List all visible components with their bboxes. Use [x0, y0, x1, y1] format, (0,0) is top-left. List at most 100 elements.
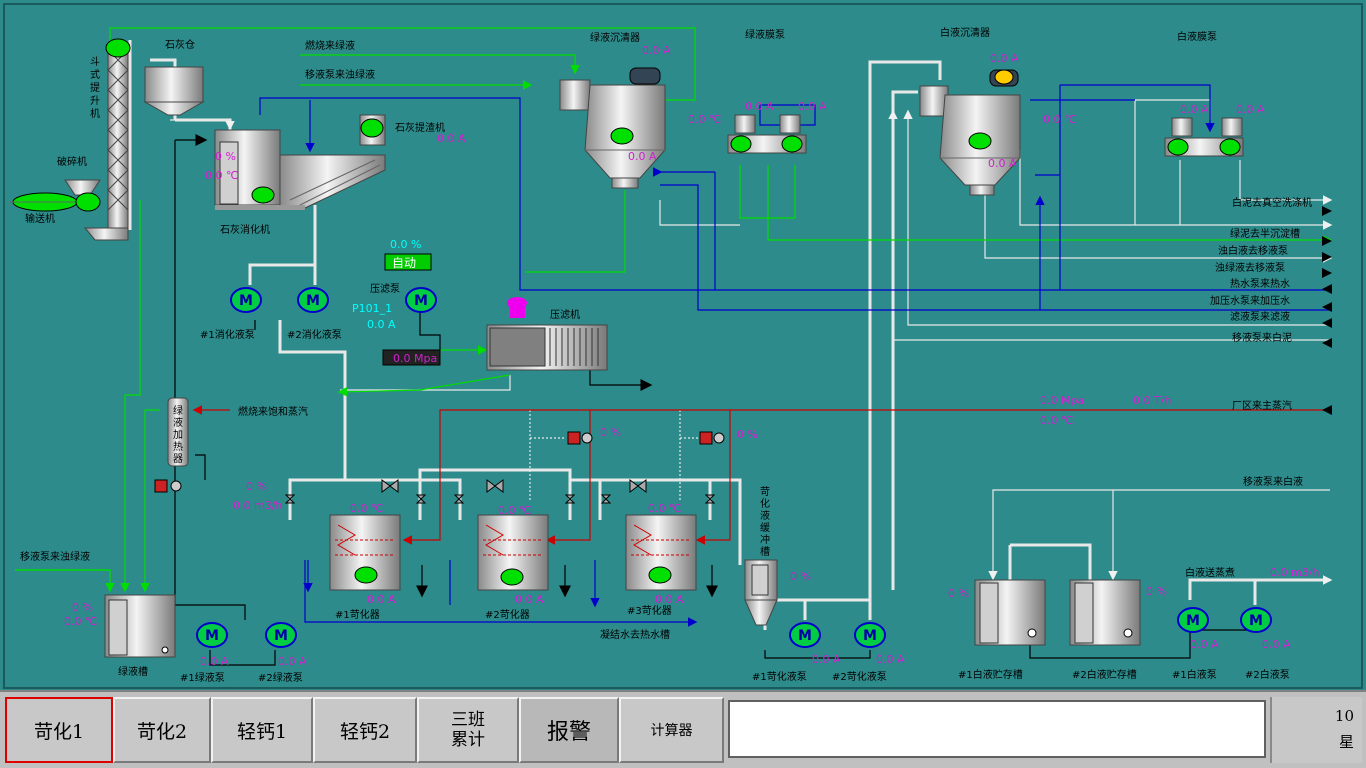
bucket-elevator — [83, 38, 131, 241]
label-out-3: 浊白液去移液泵 — [1218, 244, 1288, 257]
filter-press — [486, 297, 608, 371]
svg-text:M: M — [414, 293, 428, 309]
label-white-pump-1: #1白液泵 — [1172, 668, 1217, 681]
label-out-8: 移液泵来白泥 — [1232, 331, 1292, 344]
label-condensate: 凝结水去热水槽 — [600, 628, 670, 641]
motor-icons: M M M M M M M M M — [196, 287, 1272, 648]
svg-text:加: 加 — [173, 429, 183, 441]
label-slake-pump-1: #1消化液泵 — [200, 328, 255, 341]
label-main-steam: 厂区来主蒸汽 — [1232, 399, 1292, 412]
main-steam-pressure: 0.0 Mpa — [1040, 394, 1084, 407]
label-white-from-pump: 移液泵来白液 — [1243, 475, 1303, 488]
white-clarifier-current-top: 0.0 A — [990, 52, 1019, 65]
label-caust-2: #2苛化器 — [485, 608, 530, 621]
label-green-clarifier: 绿液沉清器 — [590, 31, 640, 44]
white-tank-1 — [974, 579, 1046, 646]
green-pump-1-current: 0.0 A — [200, 655, 229, 668]
grit-remover-current: 0.0 A — [437, 132, 466, 145]
nav-calculator-button[interactable]: 计算器 — [619, 697, 724, 763]
green-membrane-temp: 0.0 ℃ — [688, 113, 721, 126]
filter-level-pct: 0.0 % — [390, 238, 421, 251]
nav-light-calcium-1-button[interactable]: 轻钙1 — [211, 697, 313, 763]
label-grit-remover: 石灰提渣机 — [395, 121, 445, 134]
grit-remover-motor — [359, 114, 386, 146]
nav-caust-2-button[interactable]: 苛化2 — [113, 697, 211, 763]
caust-3-steam-valve-icon — [699, 431, 725, 445]
caust1-current: 0.0 A — [367, 593, 396, 606]
main-steam-temp: 0.0 ℃ — [1040, 414, 1073, 427]
green-membrane-current-2: 0.0 A — [798, 100, 827, 113]
svg-text:冲: 冲 — [760, 533, 770, 546]
green-pump-2-motor-icon: M — [265, 622, 297, 648]
label-white-clarifier: 白液沉清器 — [940, 26, 990, 39]
svg-text:M: M — [1186, 613, 1200, 629]
svg-text:绿: 绿 — [173, 404, 183, 417]
slaker-level-pct: 0 % — [215, 150, 236, 163]
label-out-5: 热水泵来热水 — [1230, 277, 1290, 290]
nav-alarm-button[interactable]: 报警 — [519, 697, 619, 763]
nav-caust-1-button[interactable]: 苛化1 — [5, 697, 113, 763]
white-clarifier — [919, 69, 1021, 196]
white-tank-2 — [1069, 579, 1141, 646]
causticizer-1 — [329, 514, 401, 591]
heater-valve-pct: 0 % — [246, 480, 267, 493]
green-tank-level-pct: 0 % — [72, 601, 93, 614]
svg-text:升: 升 — [90, 95, 100, 107]
label-turbid-green-from-pump-2: 移液泵来浊绿液 — [20, 550, 90, 563]
white-clarifier-temp: 0.0 ℃ — [1043, 113, 1076, 126]
white-membrane-pumps — [1164, 117, 1244, 157]
green-clarifier — [559, 67, 666, 189]
svg-text:M: M — [306, 293, 320, 309]
slake-pump-2-motor-icon: M — [297, 287, 329, 313]
label-caust-pump-1: #1苛化液泵 — [752, 670, 807, 683]
green-membrane-pumps — [727, 114, 807, 154]
svg-text:M: M — [798, 628, 812, 644]
green-membrane-current-1: 0.0 A — [745, 100, 774, 113]
white-tank-2-level-pct: 0 % — [1146, 585, 1167, 598]
main-steam-flow: 0.0 T/h — [1133, 394, 1171, 407]
svg-text:热: 热 — [173, 440, 183, 453]
valves — [154, 431, 725, 504]
caust-pump-1-current: 0.0 A — [812, 653, 841, 666]
label-filter-pump: 压滤泵 — [370, 282, 400, 295]
label-slake-pump-2: #2消化液泵 — [287, 328, 342, 341]
label-out-1: 白泥去真空洗涤机 — [1232, 196, 1312, 209]
white-tank-1-level-pct: 0 % — [948, 587, 969, 600]
green-clarifier-current: 0.0 A — [628, 150, 657, 163]
green-heater — [167, 397, 189, 467]
label-green-pump-1: #1绿液泵 — [180, 671, 225, 684]
white-membrane-current-1: 0.0 A — [1180, 103, 1209, 116]
label-filter-press: 压滤机 — [550, 308, 580, 321]
label-lime-silo: 石灰仓 — [165, 38, 195, 51]
auto-mode-box[interactable] — [384, 253, 432, 271]
label-crusher: 破碎机 — [57, 155, 87, 168]
slaker — [214, 129, 386, 210]
nav-three-shift-total-button[interactable]: 三班 累计 — [417, 697, 519, 763]
white-flow: 0.0 m3/h — [1270, 566, 1319, 579]
svg-text:斗: 斗 — [90, 56, 100, 68]
clock-display: 10 星 — [1270, 697, 1362, 763]
message-box — [728, 700, 1266, 758]
caust3-valve-pct: 0 % — [737, 428, 758, 441]
filter-pump-motor-icon: M — [405, 287, 437, 313]
caust-pump-1-motor-icon: M — [789, 622, 821, 648]
label-out-6: 加压水泵来加压水 — [1210, 295, 1290, 307]
svg-text:槽: 槽 — [760, 545, 770, 558]
label-white-membrane-pump: 白液膜泵 — [1177, 30, 1217, 43]
green-tank — [104, 594, 176, 658]
nav-light-calcium-2-button[interactable]: 轻钙2 — [313, 697, 417, 763]
white-pump-2-current: 0.0 A — [1262, 638, 1291, 651]
label-green-from-burn: 燃烧来绿液 — [305, 39, 355, 52]
clock-line-1: 10 — [1334, 707, 1354, 725]
buffer-level-pct: 0 % — [790, 570, 811, 583]
label-out-4: 浊绿液去移液泵 — [1215, 261, 1285, 274]
causticizer-3 — [625, 514, 697, 591]
label-steam-from-burn: 燃烧来饱和蒸汽 — [238, 405, 308, 418]
caust2-valve-pct: 0 % — [600, 426, 621, 439]
svg-text:器: 器 — [173, 453, 183, 465]
label-conveyor: 输送机 — [25, 212, 55, 225]
label-slaker: 石灰消化机 — [220, 223, 270, 236]
